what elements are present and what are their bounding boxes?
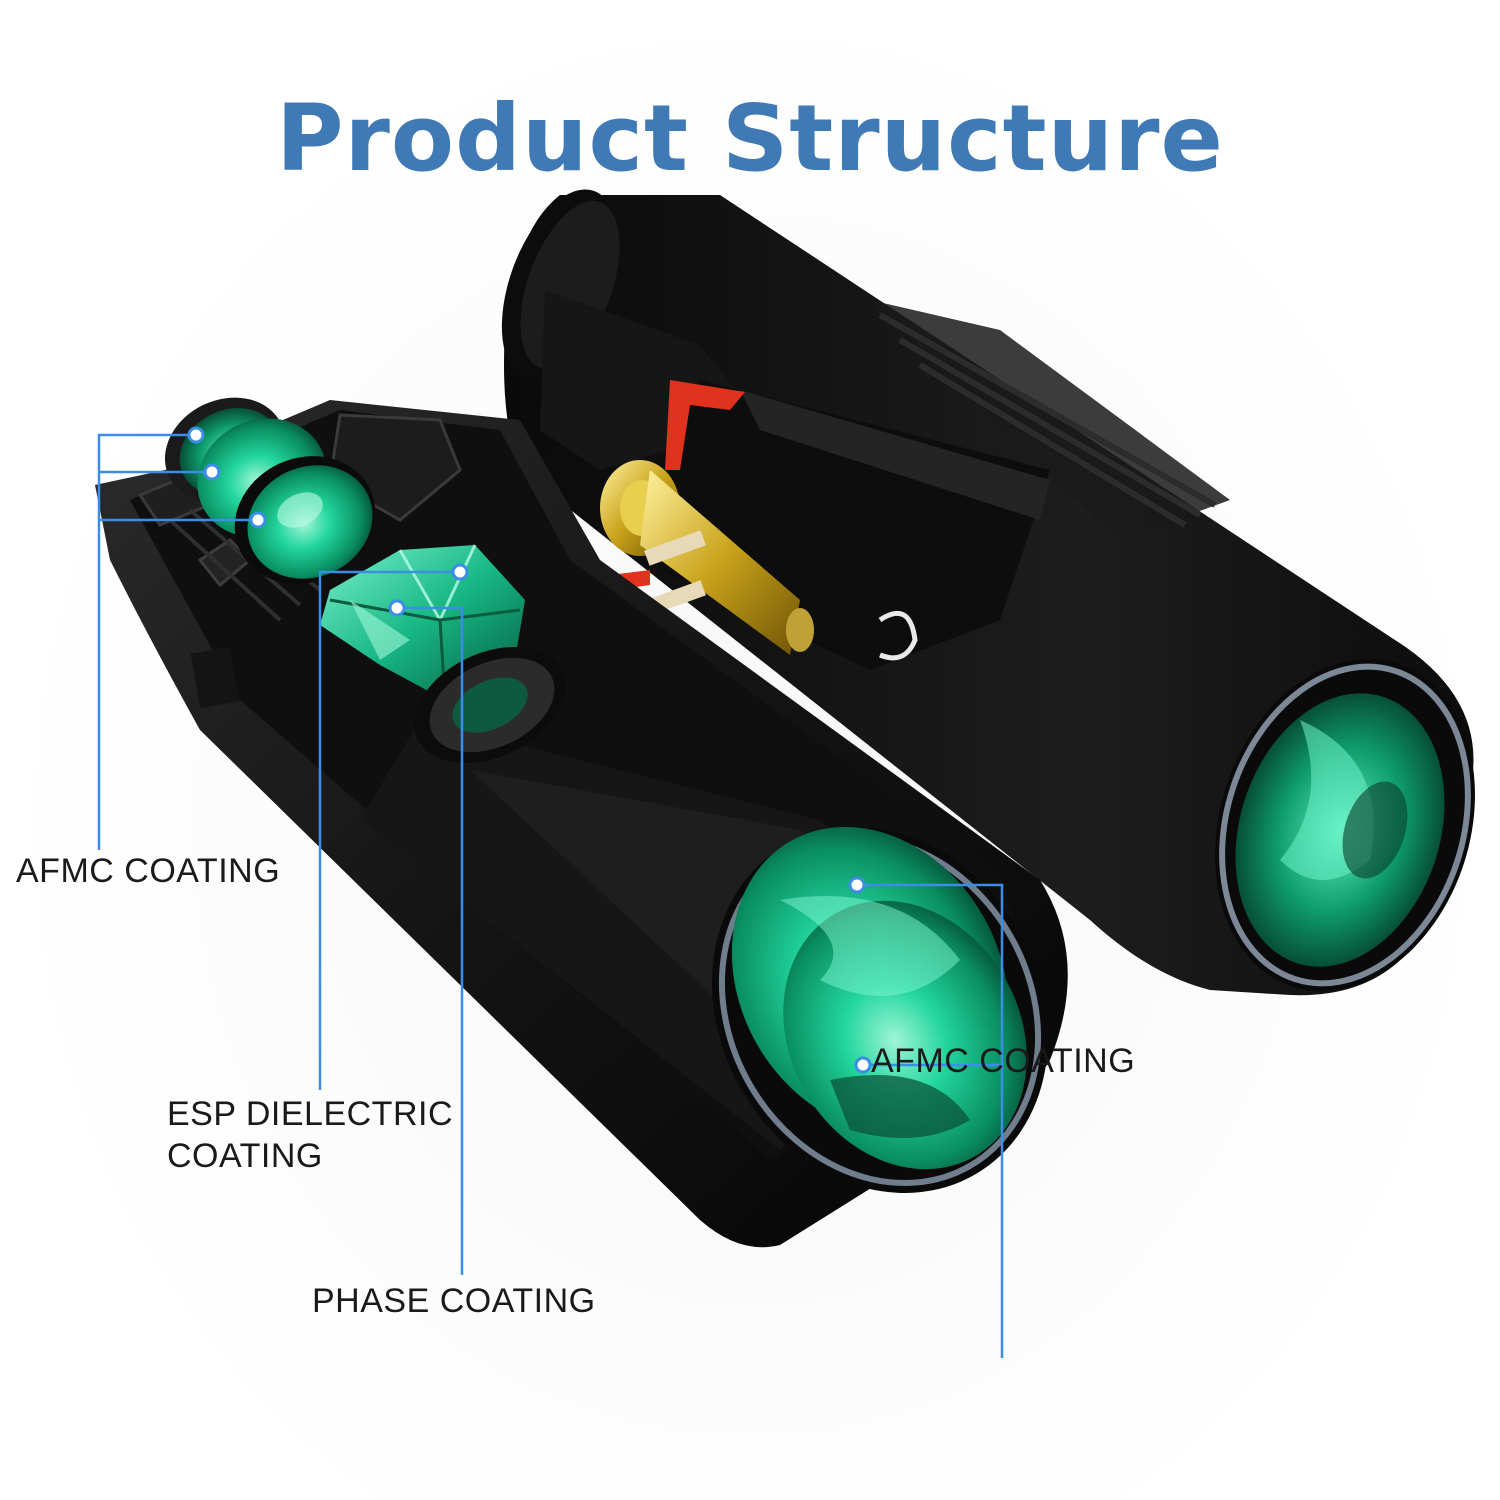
callout-line-afmc-right <box>857 883 1004 1358</box>
marker-afmc-left-3 <box>249 511 267 529</box>
callout-label-esp-line2: COATING <box>167 1137 323 1175</box>
marker-afmc-right-1 <box>848 876 866 894</box>
marker-afmc-left-2 <box>203 463 221 481</box>
callout-label-afmc-right: AFMC COATING <box>871 1042 1136 1080</box>
callout-lines <box>97 433 1004 1358</box>
callout-label-esp-line1: ESP DIELECTRIC <box>167 1095 454 1133</box>
eyepiece-lenses <box>164 397 376 584</box>
callout-line-afmc-left <box>97 433 196 850</box>
marker-phase <box>388 599 406 617</box>
objective-lens <box>711 826 1049 1193</box>
callout-label-esp: ESP DIELECTRIC COATING <box>167 1093 453 1177</box>
callout-markers <box>187 426 872 1074</box>
callout-line-esp <box>318 570 460 1090</box>
callout-label-afmc-left: AFMC COATING <box>16 852 281 890</box>
left-barrel-cutaway <box>95 397 1068 1248</box>
right-barrel <box>501 189 1475 996</box>
marker-afmc-right-2 <box>854 1056 872 1074</box>
marker-esp <box>451 563 469 581</box>
page-title: Product Structure <box>276 84 1224 192</box>
callout-line-phase <box>397 606 464 1275</box>
marker-afmc-left-1 <box>187 426 205 444</box>
callout-label-phase: PHASE COATING <box>312 1282 596 1320</box>
